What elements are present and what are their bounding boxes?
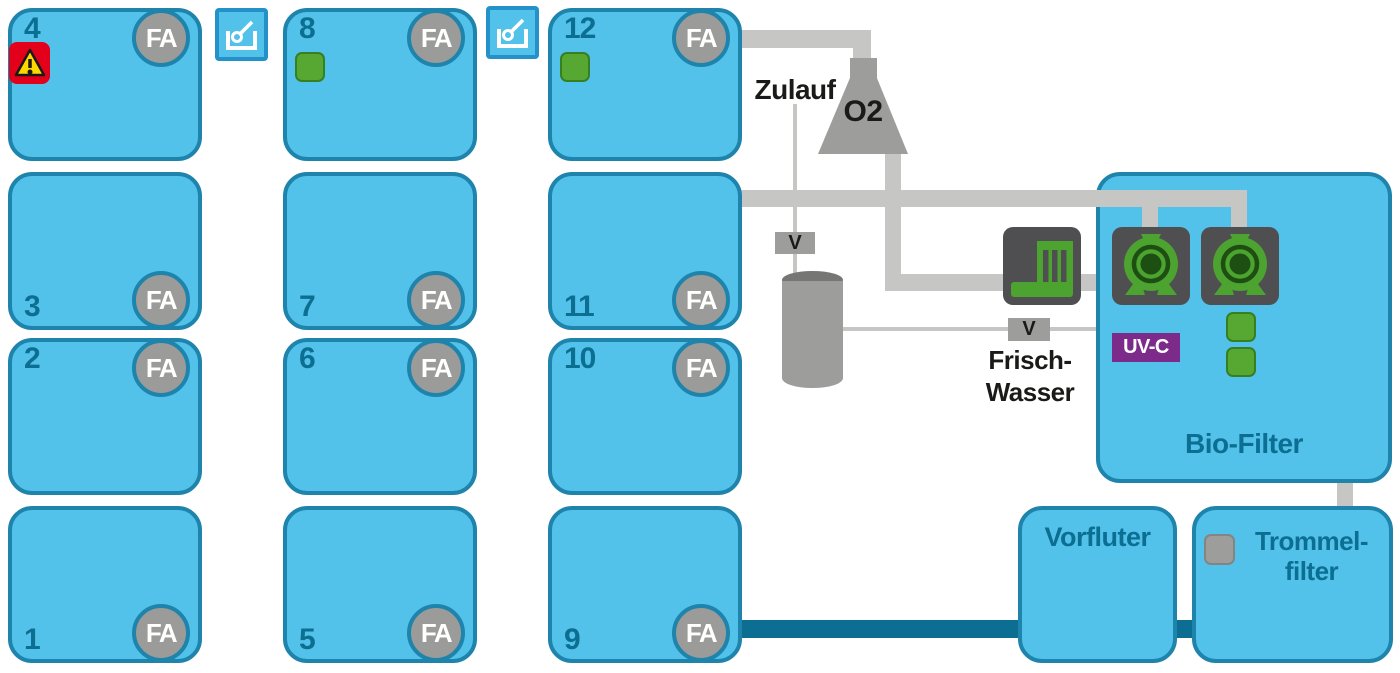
fa-badge[interactable]: FA (407, 9, 465, 67)
fa-badge[interactable]: FA (672, 604, 730, 662)
fa-badge[interactable]: FA (132, 339, 190, 397)
tank-number: 1 (24, 623, 41, 656)
pipe-to-pump-2 (1231, 207, 1247, 229)
tank-number: 7 (299, 290, 316, 323)
tank-6[interactable]: 6 FA (283, 338, 477, 495)
storage-cylinder (782, 281, 843, 388)
status-indicator-green[interactable] (560, 52, 590, 82)
fa-badge[interactable]: FA (132, 271, 190, 329)
tank-9[interactable]: 9 FA (548, 506, 742, 663)
pump-icon[interactable] (1201, 227, 1279, 305)
tank-4[interactable]: 4 FA (8, 8, 202, 161)
pipe-frischwasser-line (843, 327, 1096, 331)
bio-filter-unit[interactable]: Bio-Filter (1096, 172, 1392, 483)
oxygen-cone-neck (850, 58, 877, 80)
frischwasser-label-line1: Frisch- (988, 345, 1072, 375)
pipe-tank9-to-vorfluter (740, 620, 1018, 638)
tank-number: 11 (564, 290, 595, 323)
frischwasser-valve[interactable]: V (1008, 318, 1050, 341)
fa-badge[interactable]: FA (407, 271, 465, 329)
pipe-zulauf-line (793, 104, 797, 281)
trommelfilter-label-line2: filter (1284, 556, 1339, 586)
pipe-tank12-to-oxygen-cone-v (853, 30, 871, 60)
trommelfilter-label: Trommel- filter (1234, 526, 1389, 586)
fa-badge[interactable]: FA (132, 9, 190, 67)
tank-number: 2 (24, 342, 41, 375)
switch-icon[interactable] (486, 6, 539, 59)
tank-number: 4 (24, 12, 41, 45)
switch-icon[interactable] (215, 8, 268, 61)
tank-5[interactable]: 5 FA (283, 506, 477, 663)
status-indicator-green[interactable] (1226, 312, 1256, 342)
tank-number: 12 (564, 12, 596, 45)
trommelfilter-label-line1: Trommel- (1254, 526, 1369, 556)
tank-11[interactable]: 11 FA (548, 172, 742, 330)
status-indicator-green[interactable] (295, 52, 325, 82)
pipe-tank12-to-oxygen-cone-h (737, 30, 871, 48)
valve-label: V (1022, 318, 1036, 340)
tank-number: 8 (299, 12, 316, 45)
warning-triangle-icon[interactable] (9, 42, 50, 84)
tank-10[interactable]: 10 FA (548, 338, 742, 495)
tank-number: 10 (564, 342, 596, 375)
tank-number: 6 (299, 342, 316, 375)
zulauf-valve[interactable]: V (775, 232, 815, 254)
fa-badge[interactable]: FA (672, 271, 730, 329)
pipe-biofilter-to-trommelfilter (1337, 481, 1353, 508)
pipe-tank11-to-biofilter-h (740, 190, 1096, 207)
pump-station-icon[interactable] (1003, 227, 1081, 305)
tank-3[interactable]: 3 FA (8, 172, 202, 330)
tank-7[interactable]: 7 FA (283, 172, 477, 330)
trommelfilter-unit[interactable]: Trommel- filter (1192, 506, 1393, 663)
tank-12[interactable]: 12 FA (548, 8, 742, 161)
pump-icon[interactable] (1112, 227, 1190, 305)
fa-badge[interactable]: FA (672, 339, 730, 397)
tank-number: 5 (299, 623, 316, 656)
vorfluter-label: Vorfluter (1044, 522, 1151, 552)
frischwasser-label: Frisch- Wasser (973, 344, 1087, 408)
vorfluter-unit[interactable]: Vorfluter (1018, 506, 1177, 663)
pipe-to-pump-1 (1142, 207, 1158, 229)
pipe-biofilter-internal-h (1096, 190, 1247, 207)
pipe-oxygen-cone-down (885, 150, 901, 291)
status-indicator-green[interactable] (1226, 347, 1256, 377)
trommelfilter-drum-icon (1204, 534, 1235, 565)
bio-filter-label: Bio-Filter (1185, 428, 1303, 459)
fa-badge[interactable]: FA (407, 339, 465, 397)
o2-label: O2 (843, 95, 883, 128)
tank-number: 9 (564, 623, 581, 656)
fa-badge[interactable]: FA (132, 604, 190, 662)
zulauf-label: Zulauf (754, 74, 837, 105)
tank-8[interactable]: 8 FA (283, 8, 477, 161)
tank-2[interactable]: 2 FA (8, 338, 202, 495)
tank-number: 3 (24, 290, 41, 323)
pipe-vorfluter-to-trommelfilter (1177, 620, 1193, 638)
frischwasser-label-line2: Wasser (985, 377, 1075, 407)
tank-1[interactable]: 1 FA (8, 506, 202, 663)
fa-badge[interactable]: FA (407, 604, 465, 662)
valve-label: V (788, 231, 802, 254)
fa-badge[interactable]: FA (672, 9, 730, 67)
uvc-badge: UV-C (1112, 333, 1180, 362)
